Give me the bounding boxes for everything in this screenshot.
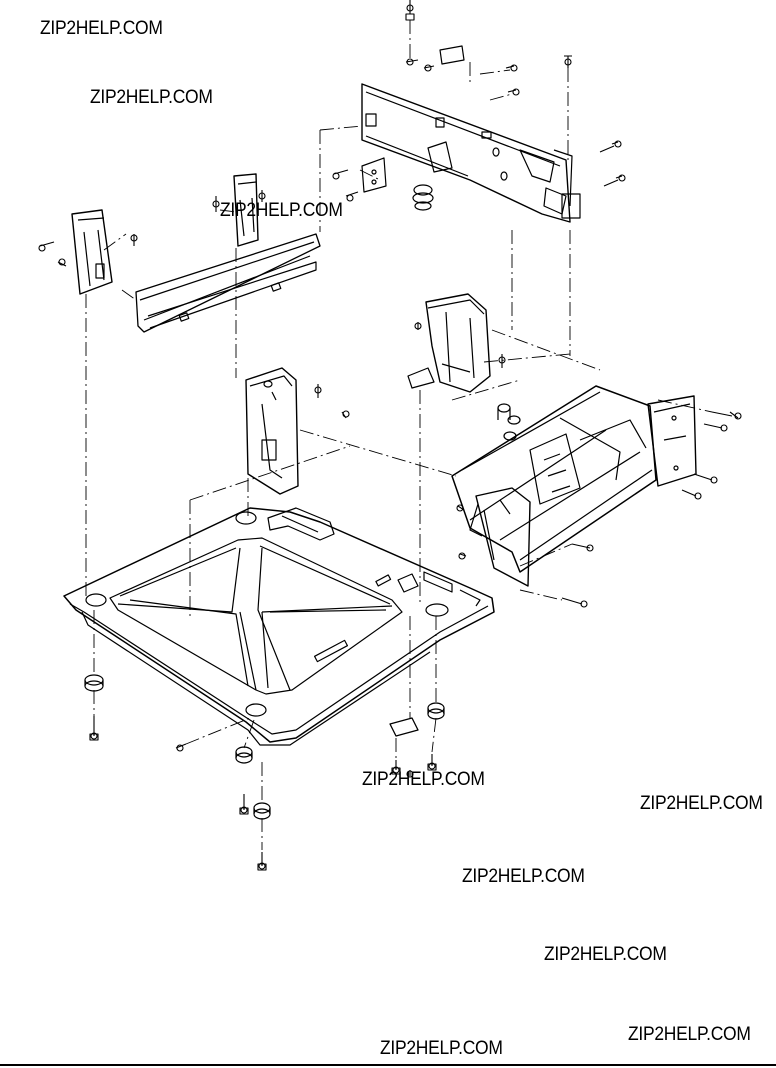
footer-divider xyxy=(0,1064,776,1066)
drive-assembly xyxy=(451,385,697,587)
assembly-guide-lines xyxy=(85,20,713,850)
right-bracket xyxy=(407,293,491,393)
watermark-text: ZIP2HELP.COM xyxy=(90,87,213,108)
watermark-text: ZIP2HELP.COM xyxy=(220,200,343,221)
rear-panel xyxy=(361,45,581,223)
base-plate xyxy=(63,507,495,746)
watermark-text: ZIP2HELP.COM xyxy=(628,1024,751,1045)
rail xyxy=(135,233,321,333)
watermark-text: ZIP2HELP.COM xyxy=(362,769,485,790)
watermark-text: ZIP2HELP.COM xyxy=(40,18,163,39)
screws xyxy=(38,0,742,871)
watermark-text: ZIP2HELP.COM xyxy=(544,944,667,965)
upright-bracket xyxy=(245,367,299,495)
watermark-text: ZIP2HELP.COM xyxy=(462,866,585,887)
left-bracket xyxy=(71,209,113,295)
rubber-feet xyxy=(84,674,445,820)
center-bracket xyxy=(233,173,259,247)
watermark-text: ZIP2HELP.COM xyxy=(380,1038,503,1059)
bottom-bracket xyxy=(389,717,419,737)
watermark-text: ZIP2HELP.COM xyxy=(640,793,763,814)
